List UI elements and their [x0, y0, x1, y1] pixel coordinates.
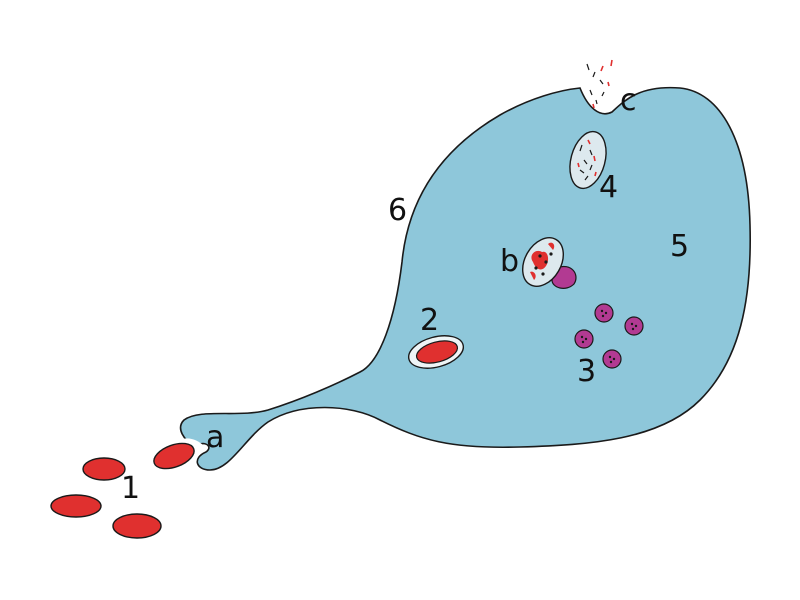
lysosomes-group	[574, 303, 644, 369]
lysosome	[594, 303, 614, 323]
label-lysosomes: 3	[577, 354, 596, 389]
phagolysosome	[522, 237, 577, 289]
bacterium	[82, 457, 126, 481]
label-free-bacteria: 1	[121, 471, 140, 506]
free-bacteria-group	[50, 442, 195, 539]
label-cell-membrane: 6	[388, 193, 407, 228]
bacterium	[50, 494, 102, 518]
lysosome	[624, 316, 644, 336]
residual-body	[569, 130, 607, 190]
label-cytoplasm: 5	[670, 229, 689, 264]
cell-body	[179, 86, 752, 471]
label-exocytosis: c	[620, 83, 637, 118]
lysosome	[574, 329, 594, 349]
label-fusion: b	[500, 244, 519, 279]
lysosome	[602, 349, 622, 369]
label-phagosome: 2	[420, 303, 439, 338]
phagosome	[407, 335, 465, 369]
label-residual-body: 4	[599, 170, 618, 205]
bacterium	[112, 513, 162, 539]
label-ingestion: a	[206, 420, 224, 455]
bacterium-being-ingested	[153, 442, 195, 470]
exocytosis-debris	[586, 59, 613, 109]
